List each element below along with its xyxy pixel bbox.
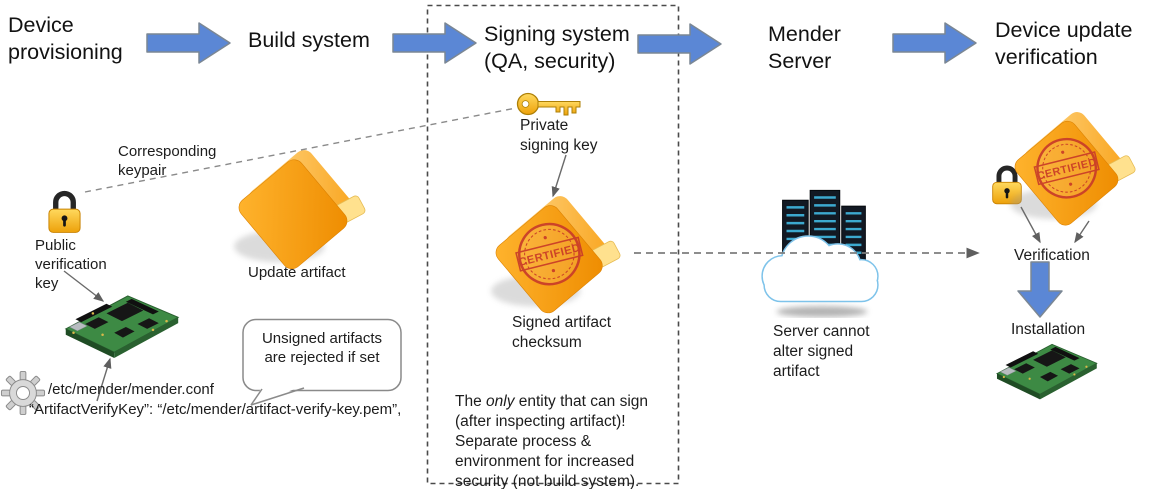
verification-label: Verification <box>1014 247 1090 264</box>
private-key-to-artifact-arrow <box>551 154 567 198</box>
installation-label: Installation <box>1011 321 1086 338</box>
stage-mender-server: Mender Server <box>768 22 841 73</box>
signing-note-post: entity that can sign (after inspecting a… <box>455 393 649 489</box>
flow-arrow-4 <box>892 22 977 64</box>
device-board-icon <box>64 295 180 358</box>
cloud-fill <box>762 236 878 301</box>
flow-arrow-2 <box>392 22 477 64</box>
config-entry: “ArtifactVerifyKey”: “/etc/mender/artifa… <box>29 401 402 418</box>
signed-artifact-label: Signed artifact checksum <box>512 314 612 351</box>
installed-board-icon <box>995 343 1098 400</box>
certified-stamp: CERTIFIED <box>1033 137 1100 199</box>
flow-arrow-3 <box>637 23 722 65</box>
received-artifact-folder-icon: CERTIFIED <box>1010 112 1136 226</box>
flow-arrow-1 <box>146 22 231 64</box>
signed-artifact-folder-icon: CERTIFIED <box>491 196 621 314</box>
keypair-label: Corresponding keypair <box>118 143 217 179</box>
signing-note: The only entity that can sign (after ins… <box>455 372 660 489</box>
server-note: Server cannot alter signed artifact <box>773 323 870 380</box>
stage-device-update: Device update verification <box>995 18 1133 69</box>
update-artifact-label: Update artifact <box>248 264 346 281</box>
install-arrow <box>1017 261 1063 318</box>
bubble-note: Unsigned artifacts are rejected if set <box>261 330 383 366</box>
private-key-label: Private signing key <box>520 117 598 154</box>
stage-device-provisioning: Device provisioning <box>8 13 123 64</box>
mender-server-cloud-icon <box>761 189 879 318</box>
stage-build-system: Build system <box>248 28 370 52</box>
signing-note-pre: The <box>455 393 487 410</box>
signing-note-italic: only <box>486 393 515 410</box>
update-artifact-folder-icon <box>234 150 366 270</box>
config-path: /etc/mender/mender.conf <box>48 381 214 398</box>
private-key-icon <box>516 92 581 116</box>
gear-icon <box>0 370 46 416</box>
stage-signing-system: Signing system (QA, security) <box>484 22 630 73</box>
public-key-label: Public verification key <box>35 237 107 292</box>
public-key-lock-icon <box>48 190 81 233</box>
certified-stamp: CERTIFIED <box>515 222 584 286</box>
